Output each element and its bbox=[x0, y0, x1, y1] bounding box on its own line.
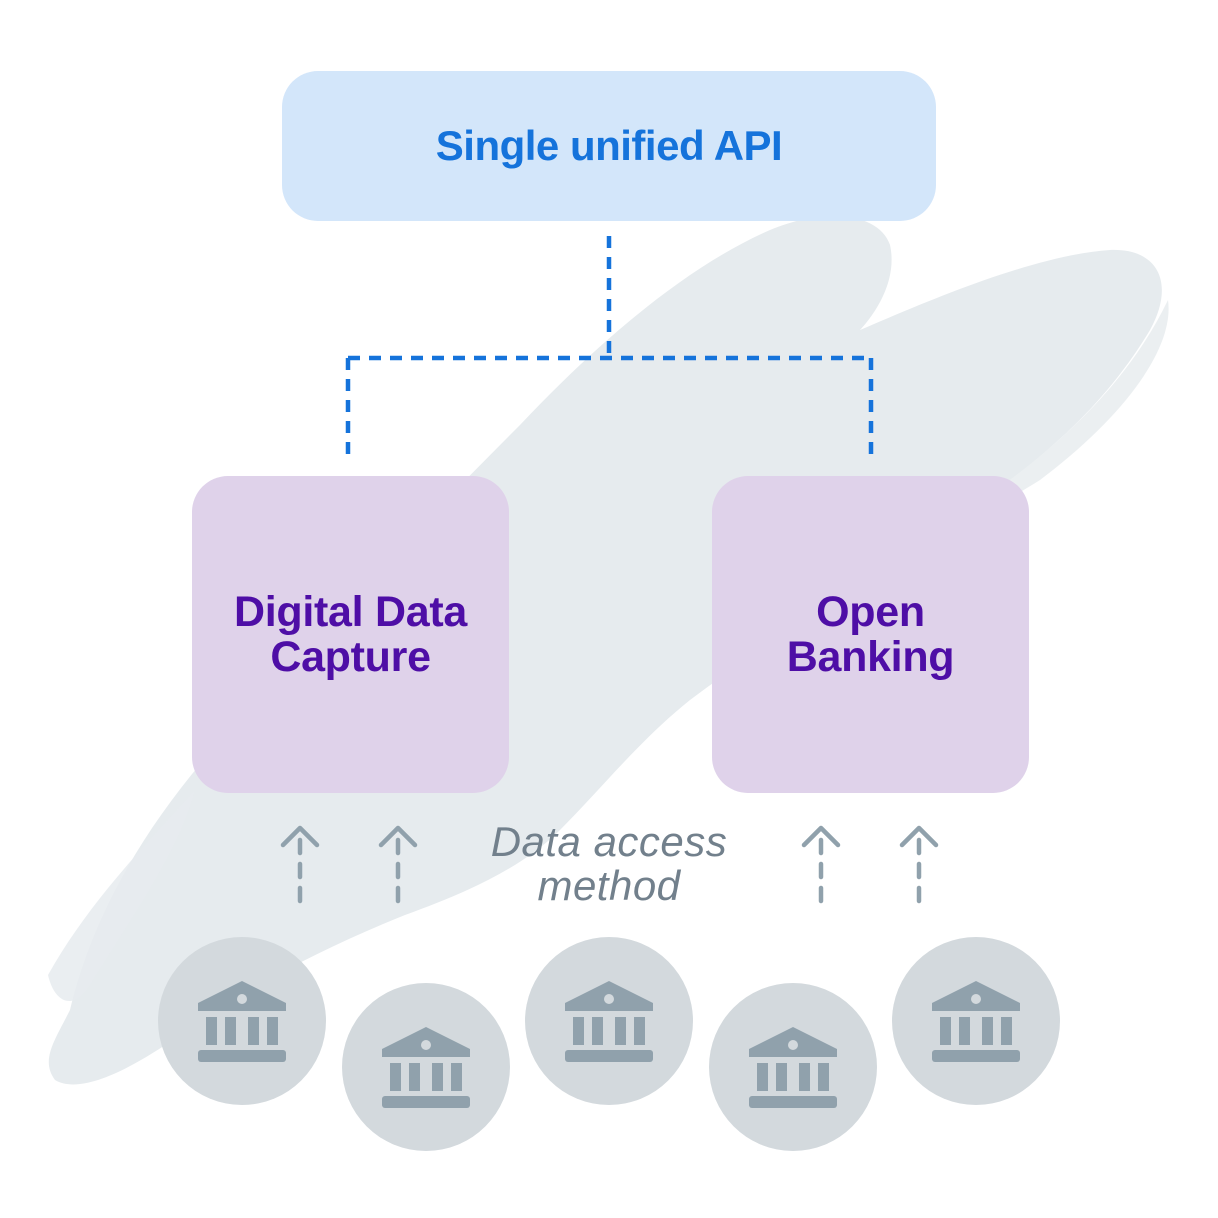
data-access-method-label: Data access method bbox=[490, 818, 728, 909]
up-arrow-icon bbox=[280, 825, 320, 908]
bank-icon bbox=[565, 981, 653, 1062]
bank-node bbox=[158, 937, 326, 1105]
open-banking-label: Open Banking bbox=[786, 587, 955, 681]
up-arrow-icon bbox=[378, 825, 418, 908]
brush-stroke-streak bbox=[48, 790, 195, 1002]
bank-icon bbox=[932, 981, 1020, 1062]
open-banking-box: Open Banking bbox=[712, 476, 1029, 793]
api-connector bbox=[345, 236, 874, 462]
up-arrow-icon bbox=[899, 825, 939, 908]
bank-icon bbox=[382, 1027, 470, 1108]
digital-data-capture-label: Digital Data Capture bbox=[234, 587, 467, 681]
bank-node bbox=[892, 937, 1060, 1105]
bank-node bbox=[525, 937, 693, 1105]
unified-api-label: Single unified API bbox=[435, 122, 783, 169]
bank-node bbox=[342, 983, 510, 1151]
brush-stroke-main bbox=[48, 215, 1162, 1085]
access-arrows bbox=[280, 825, 939, 908]
bank-icon bbox=[198, 981, 286, 1062]
bank-icon bbox=[749, 1027, 837, 1108]
up-arrow-icon bbox=[801, 825, 841, 908]
bank-node bbox=[709, 983, 877, 1151]
unified-api-box: Single unified API bbox=[282, 71, 936, 221]
digital-data-capture-box: Digital Data Capture bbox=[192, 476, 509, 793]
